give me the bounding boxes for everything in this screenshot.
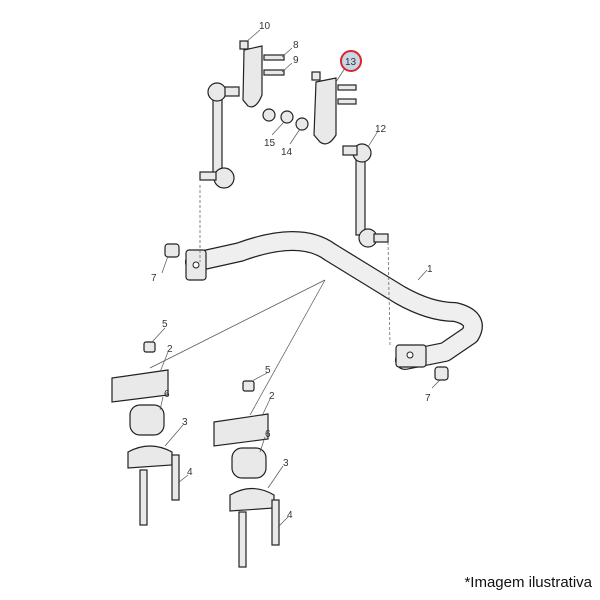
bracket-left bbox=[242, 45, 263, 108]
bolts-upper bbox=[239, 40, 357, 105]
callout-13[interactable]: 13 bbox=[345, 57, 357, 68]
link-rod-left bbox=[199, 82, 240, 189]
nut-14 bbox=[295, 117, 309, 131]
leader-lines bbox=[149, 29, 441, 528]
bushing-15-a bbox=[262, 108, 276, 122]
callout-6-left: 6 bbox=[164, 389, 170, 400]
clamp-assembly-left bbox=[111, 341, 180, 526]
callout-5-right: 5 bbox=[265, 365, 271, 376]
callout-3-left: 3 bbox=[182, 417, 188, 428]
callout-3-right: 3 bbox=[283, 458, 289, 469]
callout-7-left: 7 bbox=[151, 273, 157, 284]
callout-12: 12 bbox=[375, 124, 387, 135]
callout-13-highlight[interactable] bbox=[340, 50, 362, 72]
clamp-assembly-right bbox=[213, 380, 280, 568]
callout-4-right: 4 bbox=[287, 510, 293, 521]
illustrative-image-caption: *Imagem ilustrativa bbox=[464, 574, 592, 591]
callout-10: 10 bbox=[259, 21, 271, 32]
nut-7-right bbox=[434, 366, 449, 381]
callout-15: 15 bbox=[264, 138, 276, 149]
callout-7-right: 7 bbox=[425, 393, 431, 404]
callout-8: 8 bbox=[293, 40, 299, 51]
callout-6-right: 6 bbox=[265, 429, 271, 440]
link-rod-right bbox=[342, 143, 389, 248]
bushing-15 bbox=[280, 110, 294, 124]
callout-1: 1 bbox=[427, 264, 433, 275]
bracket-right bbox=[313, 77, 337, 145]
callout-14: 14 bbox=[281, 147, 293, 158]
callout-2-right: 2 bbox=[269, 391, 275, 402]
stabilizer-bar bbox=[185, 231, 483, 370]
callout-9: 9 bbox=[293, 55, 299, 66]
nut-7-left bbox=[164, 243, 180, 258]
callout-5-left: 5 bbox=[162, 319, 168, 330]
callout-2-left: 2 bbox=[167, 344, 173, 355]
callout-4-left: 4 bbox=[187, 467, 193, 478]
